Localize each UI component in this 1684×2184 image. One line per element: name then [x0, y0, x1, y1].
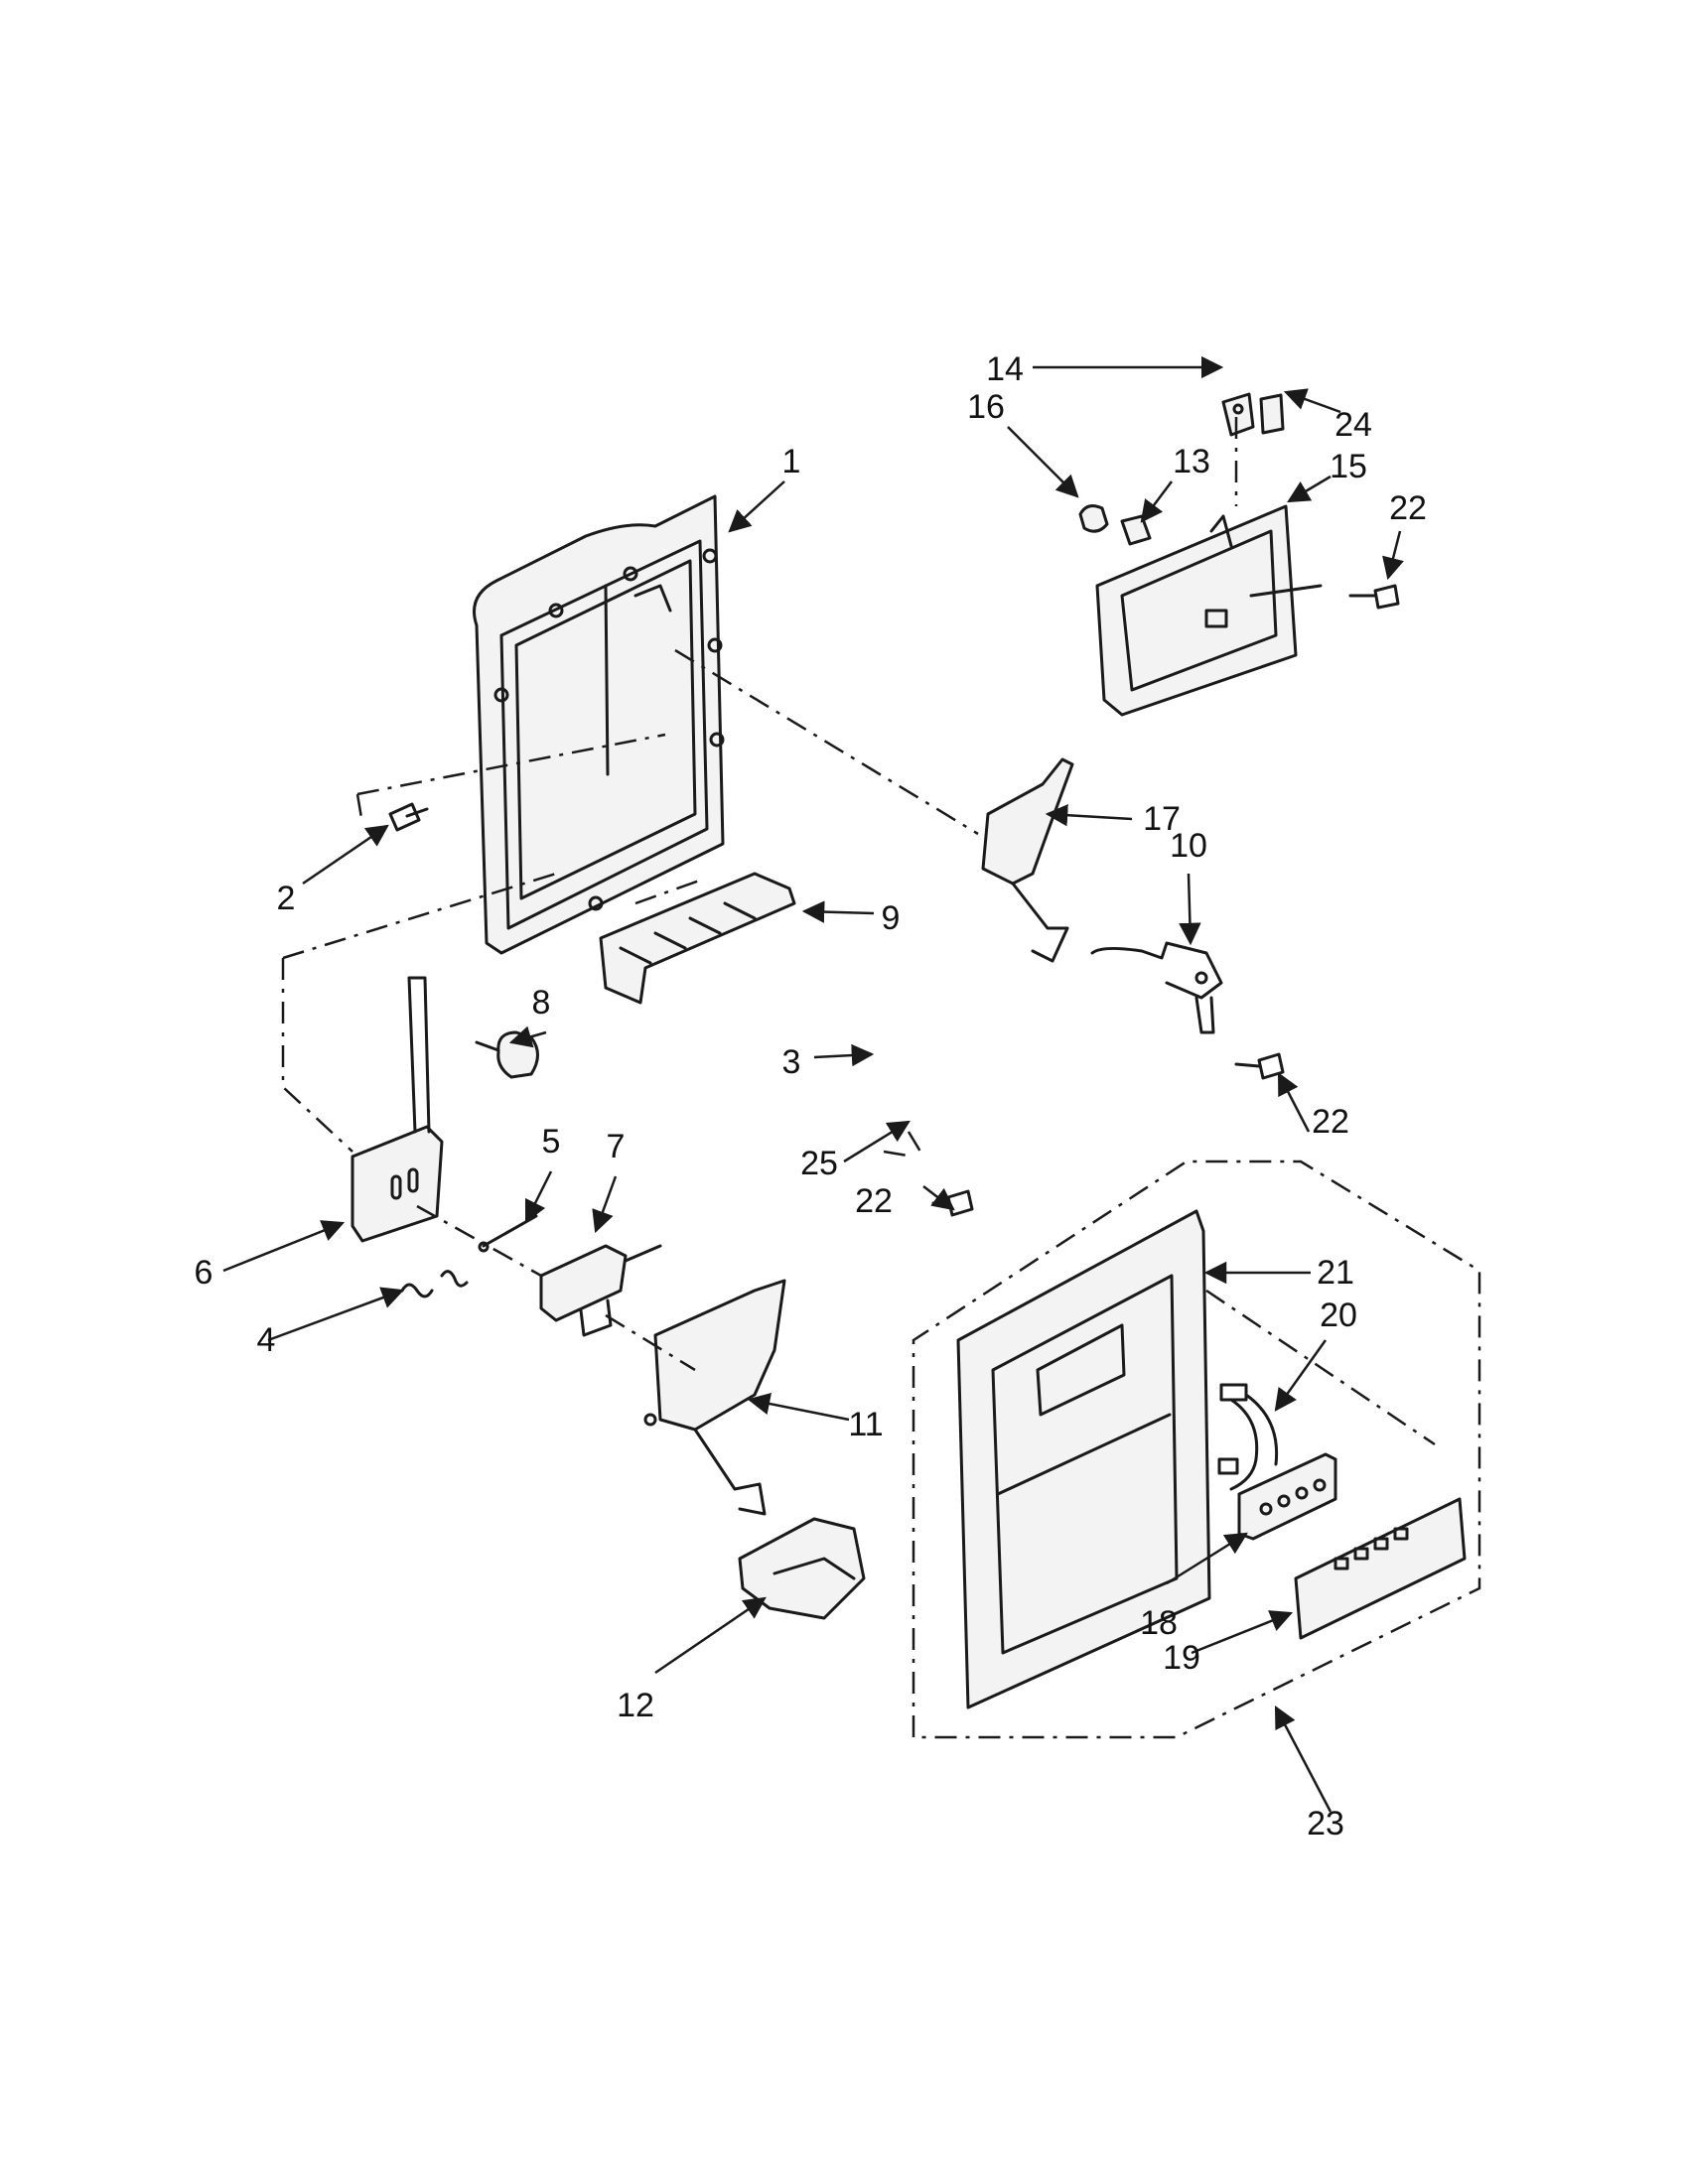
- part-23-assembly-boundary: [912, 1160, 1481, 1739]
- callout-16: 16: [967, 388, 1005, 426]
- part-22-screw-b: [1234, 1052, 1285, 1080]
- part-7-plunger: [539, 1244, 662, 1337]
- callout-20: 20: [1320, 1297, 1357, 1334]
- callout-4: 4: [256, 1321, 276, 1359]
- part-22-screw-a: [1348, 584, 1400, 610]
- callout-7: 7: [606, 1128, 626, 1165]
- callout-22b: 22: [1312, 1103, 1349, 1141]
- part-10-water-lever: [1090, 941, 1223, 1034]
- callout-17: 17: [1143, 800, 1181, 838]
- callout-2: 2: [276, 880, 296, 917]
- callout-22c: 22: [855, 1182, 893, 1220]
- callout-3: 3: [781, 1043, 801, 1081]
- part-24-insulator: [1259, 393, 1285, 435]
- callout-13: 13: [1173, 443, 1210, 480]
- part-20-harness: [1217, 1383, 1279, 1491]
- callout-24: 24: [1334, 406, 1372, 444]
- part-8-motor: [475, 1030, 539, 1079]
- alignment-lines: [281, 417, 1436, 1446]
- callout-10: 10: [1170, 827, 1207, 865]
- callout-19: 19: [1163, 1639, 1200, 1677]
- callout-8: 8: [531, 984, 551, 1022]
- callout-9: 9: [881, 899, 901, 937]
- part-6-solenoid: [351, 976, 444, 1243]
- callout-15: 15: [1330, 448, 1367, 485]
- part-13-socket: [1120, 514, 1152, 546]
- callout-21: 21: [1317, 1254, 1354, 1292]
- leader-lines: [222, 355, 1404, 1813]
- part-16-lamp: [1078, 504, 1109, 533]
- part-4-spring: [400, 1270, 469, 1298]
- part-2-screw: [388, 802, 429, 832]
- part-1-housing: [473, 494, 725, 955]
- callout-22a: 22: [1389, 489, 1427, 527]
- part-9-tray: [599, 872, 796, 1005]
- part-12-chute-cup: [738, 1517, 866, 1620]
- callout-12: 12: [617, 1687, 654, 1724]
- callout-11: 11: [848, 1406, 884, 1443]
- callout-6: 6: [194, 1254, 213, 1292]
- part-14-switch: [1221, 392, 1255, 437]
- part-17-actuator: [981, 757, 1074, 963]
- callout-25: 25: [800, 1145, 838, 1182]
- part-11-chute-door: [643, 1279, 786, 1516]
- callout-18: 18: [1140, 1604, 1178, 1642]
- part-19-overlay: [1294, 1497, 1467, 1640]
- callout-14: 14: [986, 350, 1024, 388]
- part-5-pin: [478, 1214, 538, 1253]
- part-15-lamp-housing: [1095, 504, 1323, 717]
- callout-23: 23: [1307, 1805, 1344, 1843]
- callout-5: 5: [541, 1123, 561, 1160]
- callout-1: 1: [781, 443, 801, 480]
- part-22-screw-c: [931, 1189, 974, 1217]
